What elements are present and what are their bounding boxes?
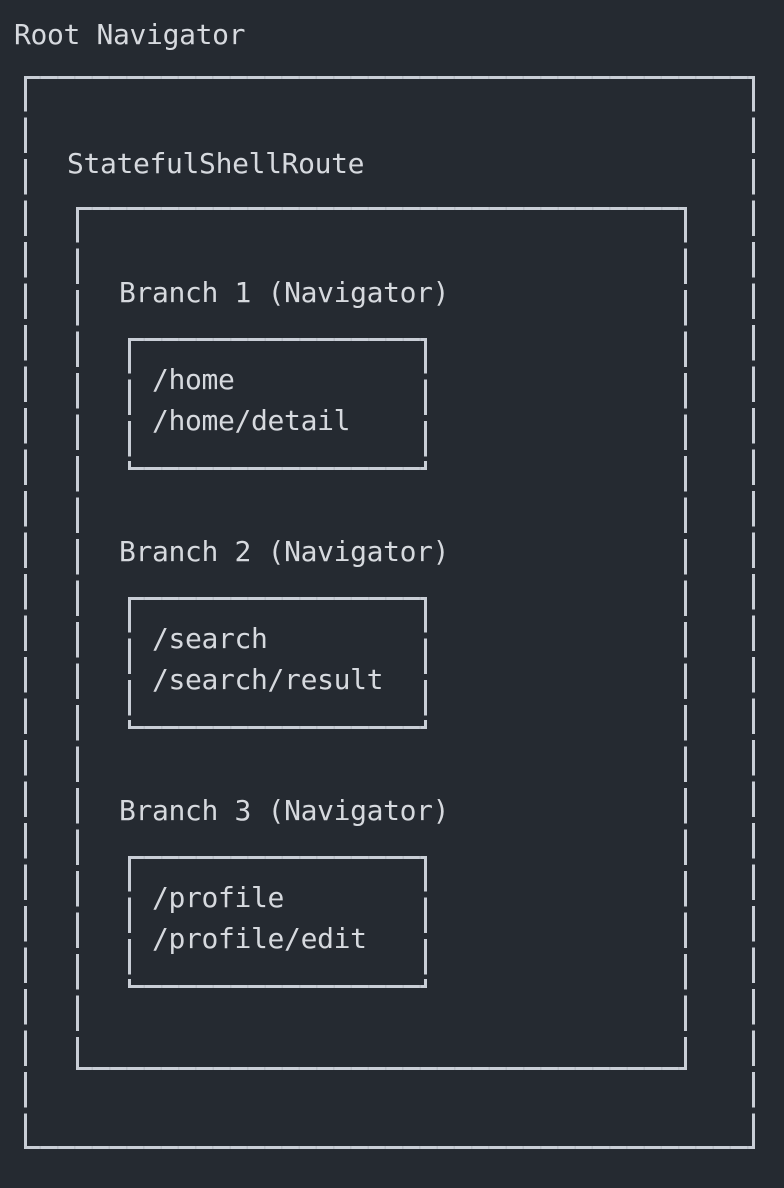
branch-1-box-corner-tr bbox=[424, 338, 427, 347]
branch-3-box-right-edge bbox=[424, 856, 427, 988]
branch-1-box-corner-bl bbox=[128, 461, 131, 470]
root-box-bottom-edge bbox=[24, 1146, 755, 1149]
branch-2-box-bottom-edge bbox=[128, 726, 427, 729]
branch-1-box-corner-tl bbox=[128, 338, 131, 347]
root-box-left-edge bbox=[24, 76, 27, 1149]
branch-3-box-corner-bl bbox=[128, 979, 131, 988]
root-box-right-edge bbox=[752, 76, 755, 1149]
branch-1-box-corner-br bbox=[424, 461, 427, 470]
branch-2-box-left-edge bbox=[128, 597, 131, 729]
branch-1-route-0: /home bbox=[152, 363, 235, 396]
branch-2-box-corner-br bbox=[424, 720, 427, 729]
branch-2-title: Branch 2 (Navigator) bbox=[119, 535, 450, 568]
shell-box-corner-tl bbox=[76, 207, 79, 216]
shell-box-corner-bl bbox=[76, 1061, 79, 1070]
branch-1-box-bottom-edge bbox=[128, 467, 427, 470]
root-navigator-box bbox=[24, 76, 755, 1149]
root-box-corner-bl bbox=[24, 1140, 27, 1149]
branch-3-box-corner-tr bbox=[424, 856, 427, 865]
branch-2-route-0: /search bbox=[152, 622, 268, 655]
branch-2-route-1: /search/result bbox=[152, 663, 384, 696]
root-navigator-title: Root Navigator bbox=[14, 18, 246, 51]
branch-2-box-right-edge bbox=[424, 597, 427, 729]
shell-box-top-edge bbox=[76, 207, 687, 210]
branch-2-box-corner-tl bbox=[128, 597, 131, 606]
branch-3-route-1: /profile/edit bbox=[152, 922, 367, 955]
branch-2-box-corner-bl bbox=[128, 720, 131, 729]
shell-box-corner-br bbox=[684, 1061, 687, 1070]
shell-box-bottom-edge bbox=[76, 1067, 687, 1070]
branch-1-box-top-edge bbox=[128, 338, 427, 341]
branch-3-box-bottom-edge bbox=[128, 985, 427, 988]
root-box-corner-tr bbox=[752, 76, 755, 85]
branch-1-box-left-edge bbox=[128, 338, 131, 470]
branch-1-box-right-edge bbox=[424, 338, 427, 470]
root-box-top-edge bbox=[24, 76, 755, 79]
branch-3-title: Branch 3 (Navigator) bbox=[119, 794, 450, 827]
branch-3-box-top-edge bbox=[128, 856, 427, 859]
branch-1-title: Branch 1 (Navigator) bbox=[119, 276, 450, 309]
branch-3-route-0: /profile bbox=[152, 881, 285, 914]
branch-3-box-left-edge bbox=[128, 856, 131, 988]
root-box-corner-tl bbox=[24, 76, 27, 85]
shell-box-right-edge bbox=[684, 207, 687, 1070]
shell-box-left-edge bbox=[76, 207, 79, 1070]
branch-1-route-1: /home/detail bbox=[152, 404, 351, 437]
stateful-shell-route-title: StatefulShellRoute bbox=[67, 147, 365, 180]
branch-2-box-corner-tr bbox=[424, 597, 427, 606]
root-box-corner-br bbox=[752, 1140, 755, 1149]
shell-box-corner-tr bbox=[684, 207, 687, 216]
branch-3-box-corner-br bbox=[424, 979, 427, 988]
branch-3-box-corner-tl bbox=[128, 856, 131, 865]
branch-2-box-top-edge bbox=[128, 597, 427, 600]
